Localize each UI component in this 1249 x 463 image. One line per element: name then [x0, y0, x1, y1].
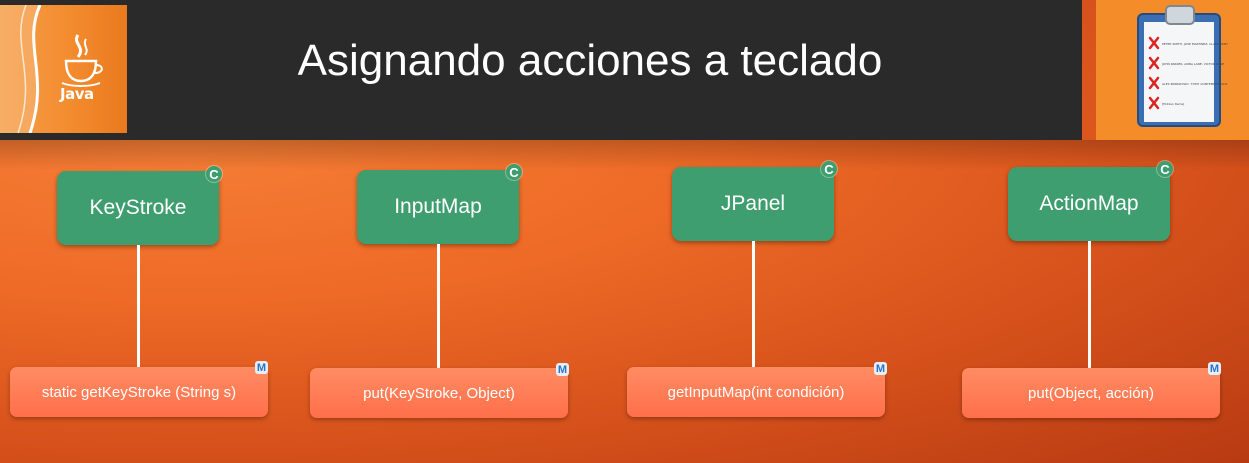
clipboard-image: PETER SMITH, JOSE MARTINEZ, CLARK KENT J… — [1096, 0, 1249, 140]
method-badge-icon: M — [1208, 362, 1221, 375]
class-name: KeyStroke — [89, 196, 187, 219]
method-box-getinputmap: getInputMap(int condición) — [627, 367, 885, 417]
connector-line — [137, 245, 140, 367]
method-box-getkeystroke: static getKeyStroke (String s) — [10, 367, 268, 417]
class-badge-icon: C — [506, 164, 522, 180]
method-name: static getKeyStroke (String s) — [41, 383, 237, 401]
clipboard-icon: PETER SMITH, JOSE MARTINEZ, CLARK KENT J… — [1137, 5, 1228, 127]
connector-line — [752, 241, 755, 367]
class-name: InputMap — [394, 195, 482, 218]
title-bar — [0, 0, 1082, 140]
class-badge-icon: C — [821, 161, 837, 177]
clipboard-line-2: JOHN PARKER, ANNA LANE, VICTOR ROSE — [1161, 62, 1224, 66]
clipboard-line-3: ALEX BORKOVSKY, TOMY CONTEMPOSOLUS — [1162, 82, 1227, 86]
method-badge-icon: M — [874, 362, 887, 375]
method-name: getInputMap(int condición) — [667, 383, 845, 401]
method-box-put-keystroke: put(KeyStroke, Object) — [310, 368, 568, 418]
page-title: Asignando acciones a teclado — [297, 36, 883, 85]
class-box-actionmap: ActionMap — [1008, 167, 1170, 241]
clipboard-line-4: [Hidden Items] — [1162, 102, 1184, 106]
class-name: ActionMap — [1039, 192, 1139, 215]
method-name: put(Object, acción) — [1028, 384, 1154, 402]
class-badge-icon: C — [1157, 161, 1173, 177]
class-box-inputmap: InputMap — [357, 170, 519, 244]
clipboard-line-1: PETER SMITH, JOSE MARTINEZ, CLARK KENT — [1162, 42, 1228, 46]
java-logo-text: Java — [60, 85, 94, 103]
method-name: put(KeyStroke, Object) — [363, 384, 515, 402]
java-cup-icon — [0, 5, 103, 133]
class-badge-icon: C — [206, 166, 222, 182]
connector-line — [437, 244, 440, 368]
class-box-jpanel: JPanel — [672, 167, 834, 241]
title-shadow — [0, 140, 1249, 170]
method-badge-icon: M — [556, 363, 569, 376]
class-name: JPanel — [720, 192, 786, 215]
connector-line — [1088, 241, 1091, 368]
java-logo: Java — [0, 5, 127, 133]
class-box-keystroke: KeyStroke — [57, 171, 219, 245]
method-box-put-action: put(Object, acción) — [962, 368, 1220, 418]
method-badge-icon: M — [255, 361, 268, 374]
